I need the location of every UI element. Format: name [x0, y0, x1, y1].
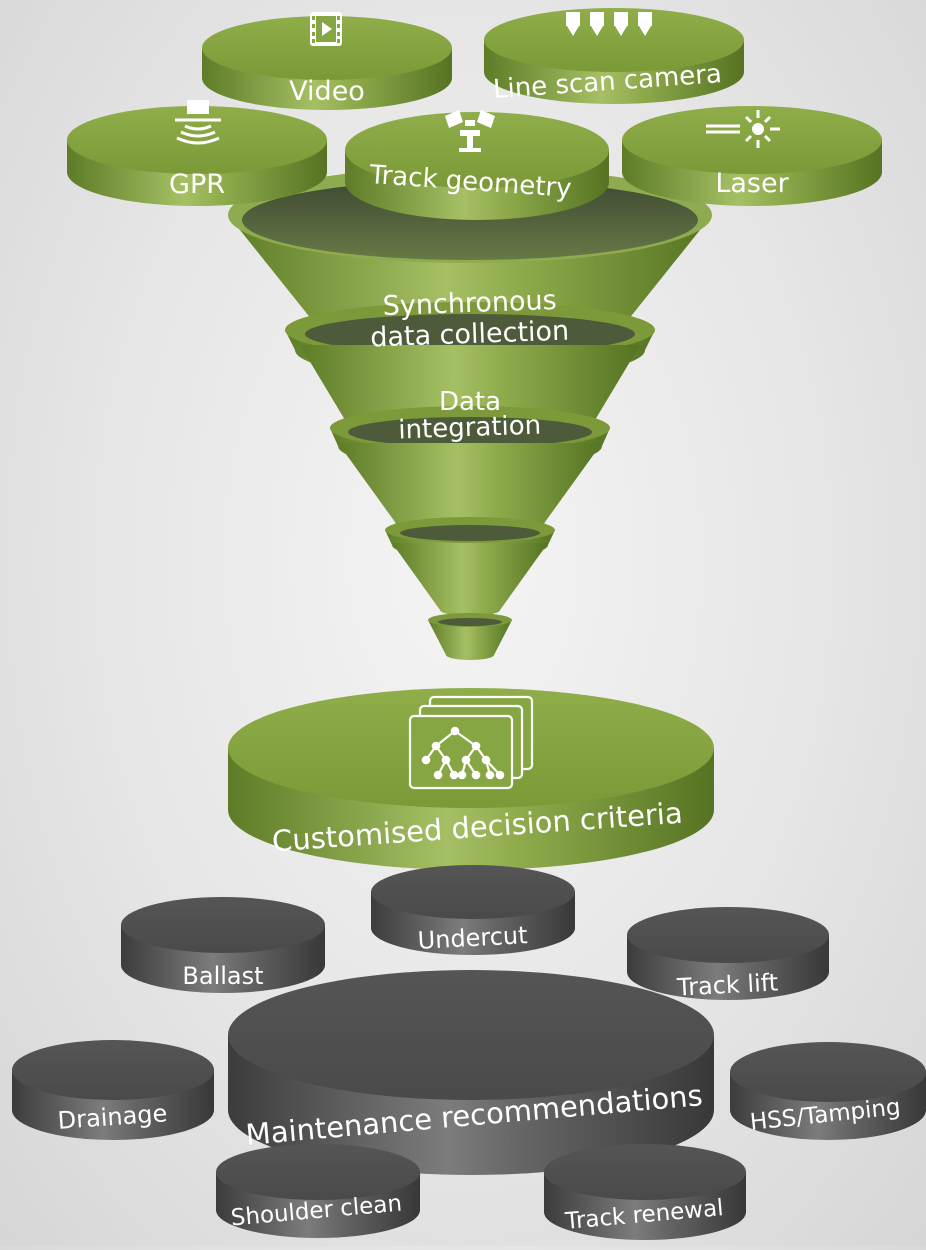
output-hss-tamping: [730, 1042, 926, 1140]
source-line-scan-camera: [484, 8, 744, 104]
decision-disc: [228, 688, 714, 870]
funnel-stage1-line1: Synchronous: [382, 285, 557, 322]
source-gpr: [67, 100, 327, 206]
decision-tree-icon: [408, 695, 534, 790]
gpr-icon: [175, 100, 221, 145]
output-undercut-label: Undercut: [417, 921, 528, 955]
funnel-stage1-line2: data collection: [370, 316, 570, 354]
output-track-lift: [627, 907, 829, 1000]
track-geometry-icon: [445, 110, 495, 152]
line-scan-camera-icon: [566, 12, 652, 36]
output-ballast: [121, 897, 325, 993]
video-icon: [310, 12, 342, 46]
output-shoulder-clean: [216, 1144, 420, 1238]
source-track-geometry: [345, 110, 609, 220]
output-ballast-label: Ballast: [182, 962, 263, 990]
funnel: [228, 167, 712, 660]
funnel-stage2-line1: Data: [439, 387, 501, 417]
laser-icon: [706, 110, 780, 148]
output-track-lift-label: Track lift: [675, 968, 779, 1001]
source-laser-label: Laser: [715, 168, 789, 199]
output-undercut: [371, 865, 575, 955]
output-drainage: [12, 1040, 214, 1140]
source-gpr-label: GPR: [169, 169, 225, 200]
source-video: [202, 12, 452, 110]
output-maintenance: [228, 970, 714, 1175]
source-video-label: Video: [289, 76, 365, 107]
funnel-stage2-line2: integration: [398, 411, 542, 446]
source-laser: [622, 106, 882, 206]
output-track-renewal: [544, 1144, 746, 1240]
